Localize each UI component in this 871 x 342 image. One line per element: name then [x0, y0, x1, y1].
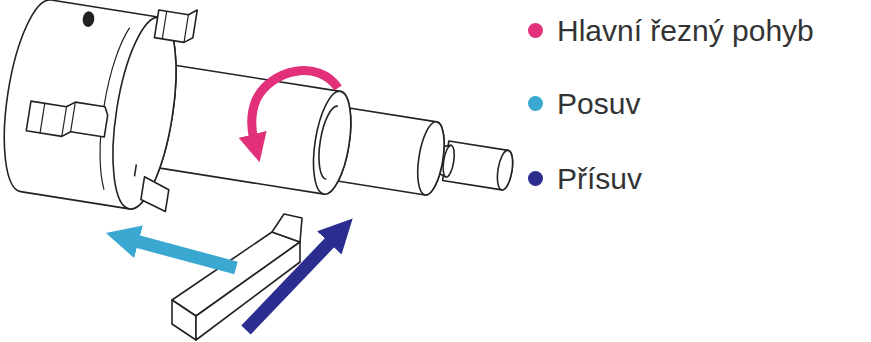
tool-end-face — [172, 300, 196, 340]
turning-tool — [172, 214, 302, 340]
lathe-parts — [0, 0, 529, 267]
workpiece-end-face — [413, 120, 448, 197]
cutting-motion-arrow — [252, 71, 338, 140]
legend-swatch — [528, 23, 543, 38]
legend-item: Přísuv — [528, 162, 642, 195]
chuck-face — [102, 13, 188, 213]
legend-swatch — [528, 96, 543, 111]
legend-item: Posuv — [528, 87, 640, 120]
chuck-jaw — [154, 4, 197, 44]
tool-cutting-tip — [272, 214, 302, 242]
legend-text: Hlavní řezný pohyb — [557, 14, 814, 47]
quill-end — [495, 149, 515, 191]
step-edge — [315, 104, 338, 179]
chuck-jaw — [140, 177, 171, 212]
workpiece-shank — [134, 164, 136, 176]
feed-arrow — [132, 240, 236, 268]
legend-item: Hlavní řezný pohyb — [528, 14, 814, 47]
legend-swatch — [528, 171, 543, 186]
workpiece-step-face — [307, 89, 357, 197]
chuck-key-hole — [82, 11, 94, 26]
jaw-steps — [162, 11, 188, 42]
infeed-arrow — [246, 238, 334, 330]
jaw-steps — [40, 97, 75, 137]
legend-text: Posuv — [557, 87, 640, 120]
legend-text: Přísuv — [557, 162, 642, 195]
chuck-jaw — [26, 95, 109, 143]
